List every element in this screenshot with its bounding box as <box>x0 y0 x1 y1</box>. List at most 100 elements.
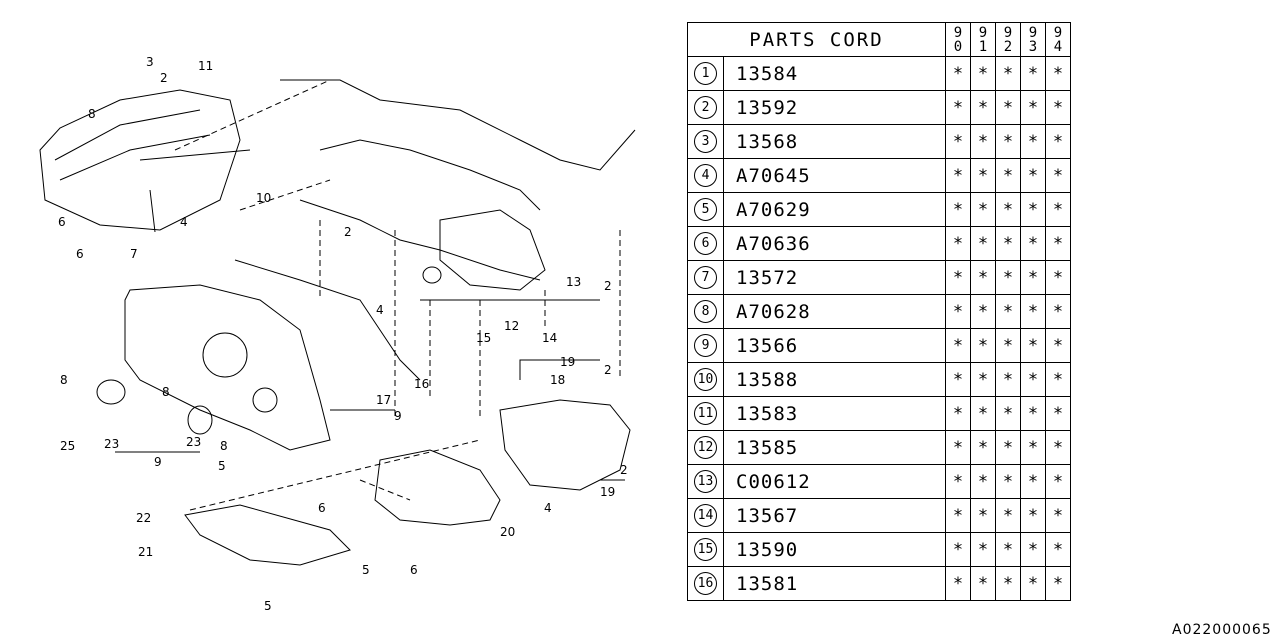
ref-number-cell: 8 <box>687 294 724 329</box>
lower-right-belt-cover <box>184 399 631 566</box>
year-mark: * <box>1045 226 1071 261</box>
callout-label: 6 <box>318 501 326 515</box>
callout-label: 9 <box>394 409 402 423</box>
callout-label: 20 <box>500 525 515 539</box>
part-code: 13566 <box>723 328 946 363</box>
callout-label: 6 <box>58 215 66 229</box>
year-mark: * <box>995 464 1021 499</box>
year-mark: * <box>1045 294 1071 329</box>
callout-label: 6 <box>410 563 418 577</box>
callout-label: 21 <box>138 545 153 559</box>
callout-label: 9 <box>154 455 162 469</box>
ref-number: 5 <box>694 198 717 221</box>
ref-number-cell: 13 <box>687 464 724 499</box>
upper-left-belt-cover <box>39 89 251 233</box>
ref-number-cell: 14 <box>687 498 724 533</box>
year-mark: * <box>1020 498 1046 533</box>
callout-label: 22 <box>136 511 151 525</box>
year-mark: * <box>995 124 1021 159</box>
ref-number-cell: 12 <box>687 430 724 465</box>
callout-label: 2 <box>344 225 352 239</box>
year-mark: * <box>1020 260 1046 295</box>
callout-label: 12 <box>504 319 519 333</box>
year-mark: * <box>995 90 1021 125</box>
callout-label: 2 <box>160 71 168 85</box>
year-mark: * <box>995 260 1021 295</box>
callout-label: 19 <box>560 355 575 369</box>
ref-number: 9 <box>694 334 717 357</box>
callout-label: 15 <box>476 331 491 345</box>
callout-label: 18 <box>550 373 565 387</box>
year-mark: * <box>1020 192 1046 227</box>
year-mark: * <box>995 192 1021 227</box>
year-mark: * <box>1045 158 1071 193</box>
year-mark: * <box>970 396 996 431</box>
year-mark: * <box>1045 328 1071 363</box>
ref-number: 2 <box>694 96 717 119</box>
year-mark: * <box>1020 396 1046 431</box>
year-mark: * <box>995 566 1021 601</box>
year-mark: * <box>970 362 996 397</box>
year-mark: * <box>1020 124 1046 159</box>
part-code: 13590 <box>723 532 946 567</box>
callout-label: 23 <box>104 437 119 451</box>
callout-label: 17 <box>376 393 391 407</box>
year-mark: * <box>1020 90 1046 125</box>
callout-label: 11 <box>198 59 213 73</box>
callout-label: 16 <box>414 377 429 391</box>
year-mark: * <box>970 192 996 227</box>
year-mark: * <box>970 294 996 329</box>
year-mark: * <box>1045 56 1071 91</box>
ref-number-cell: 7 <box>687 260 724 295</box>
year-mark: * <box>1045 362 1071 397</box>
part-code: 13592 <box>723 90 946 125</box>
year-mark: * <box>970 56 996 91</box>
year-mark: * <box>970 430 996 465</box>
year-mark: * <box>995 158 1021 193</box>
callout-label: 7 <box>130 247 138 261</box>
callout-label: 13 <box>566 275 581 289</box>
year-mark: * <box>1020 226 1046 261</box>
year-mark: * <box>995 56 1021 91</box>
ref-number-cell: 1 <box>687 56 724 91</box>
part-code: A70629 <box>723 192 946 227</box>
year-mark: * <box>995 532 1021 567</box>
callout-label: 19 <box>600 485 615 499</box>
year-mark: * <box>945 260 971 295</box>
parts-cord-header: PARTS CORD <box>687 22 946 57</box>
callout-leaders <box>115 299 625 481</box>
engine-block-outline <box>280 79 636 291</box>
ref-number-cell: 4 <box>687 158 724 193</box>
callout-label: 10 <box>256 191 271 205</box>
ref-number-cell: 10 <box>687 362 724 397</box>
year-mark: * <box>1045 192 1071 227</box>
callout-label: 4 <box>376 303 384 317</box>
year-mark: * <box>945 532 971 567</box>
callout-label: 14 <box>542 331 557 345</box>
year-mark: * <box>970 498 996 533</box>
callout-label: 3 <box>146 55 154 69</box>
part-code: 13583 <box>723 396 946 431</box>
ref-number-cell: 16 <box>687 566 724 601</box>
ref-number: 6 <box>694 232 717 255</box>
ref-number-cell: 2 <box>687 90 724 125</box>
part-code: 13568 <box>723 124 946 159</box>
ref-number: 10 <box>694 368 717 391</box>
ref-number: 16 <box>694 572 717 595</box>
year-mark: * <box>1020 532 1046 567</box>
year-mark: * <box>1045 90 1071 125</box>
year-mark: * <box>945 56 971 91</box>
year-mark: * <box>1020 294 1046 329</box>
ref-number: 14 <box>694 504 717 527</box>
year-mark: * <box>995 226 1021 261</box>
part-code: C00612 <box>723 464 946 499</box>
